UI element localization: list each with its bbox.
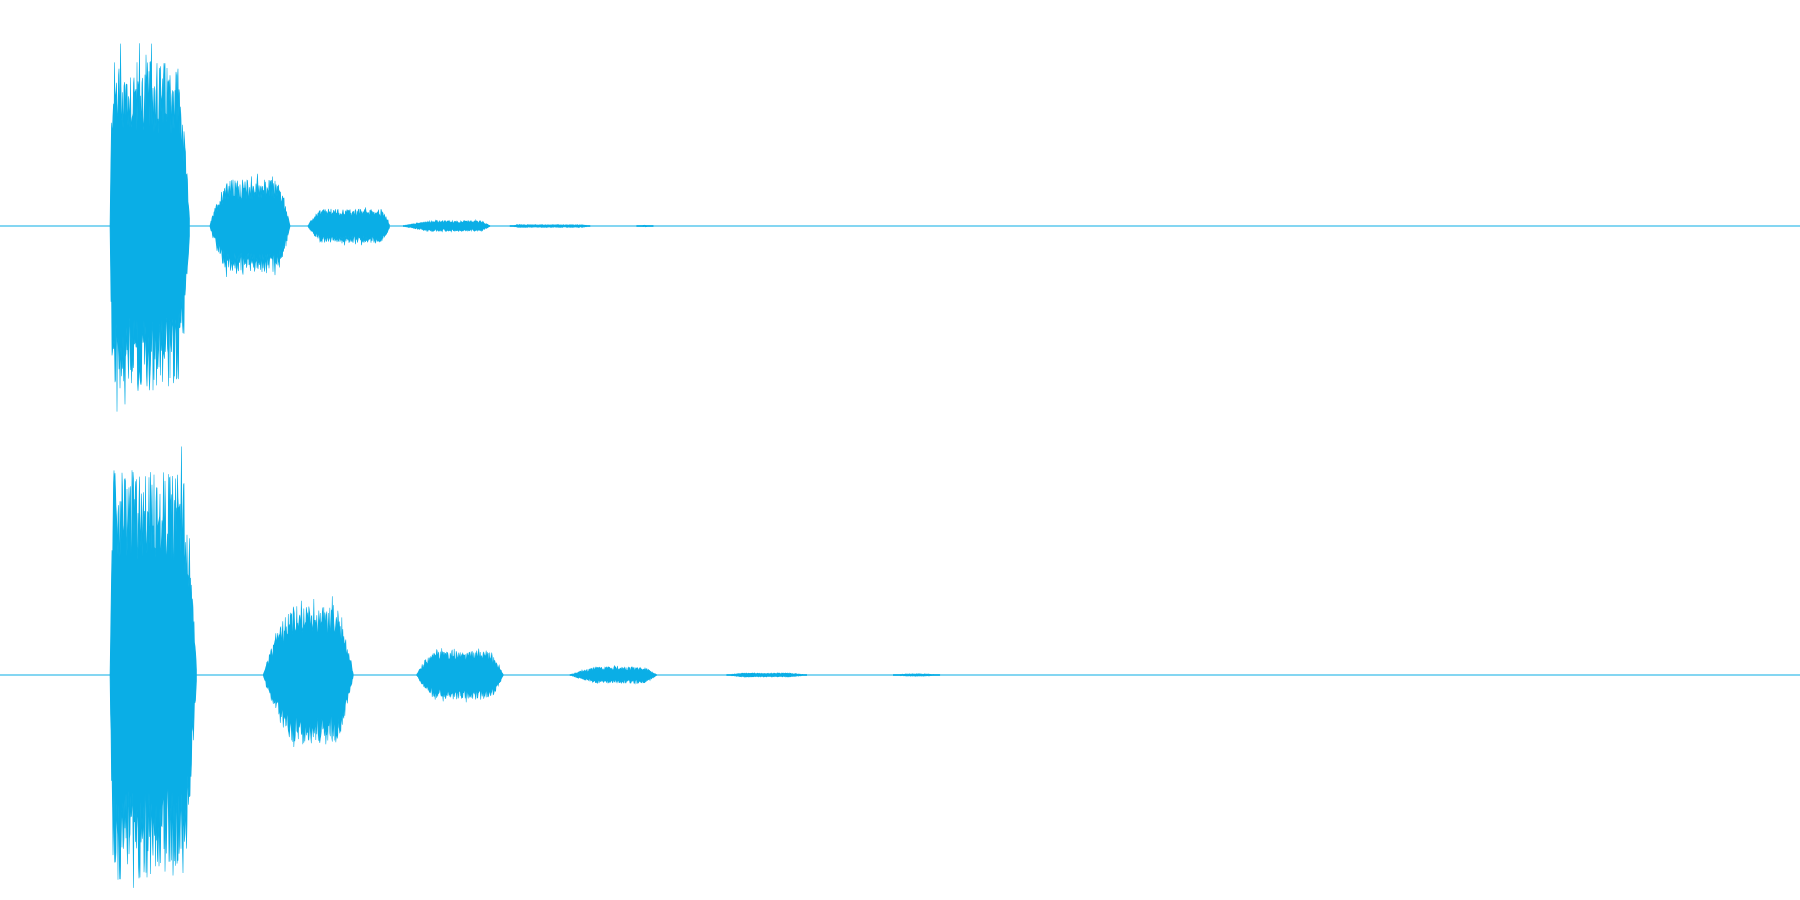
waveform-burst (636, 224, 654, 228)
waveform-burst (569, 664, 657, 685)
waveform-burst (209, 173, 291, 278)
waveform-burst (109, 43, 190, 412)
waveform-burst (307, 207, 390, 246)
channel-right-track (0, 446, 1800, 888)
waveform-burst (893, 673, 941, 677)
waveform-burst (726, 672, 807, 678)
waveform-burst (109, 446, 197, 888)
channel-left-track (0, 43, 1800, 412)
waveform-burst (416, 648, 504, 703)
waveform-burst (403, 218, 491, 233)
waveform-burst (509, 223, 591, 229)
waveform-burst (263, 596, 354, 748)
